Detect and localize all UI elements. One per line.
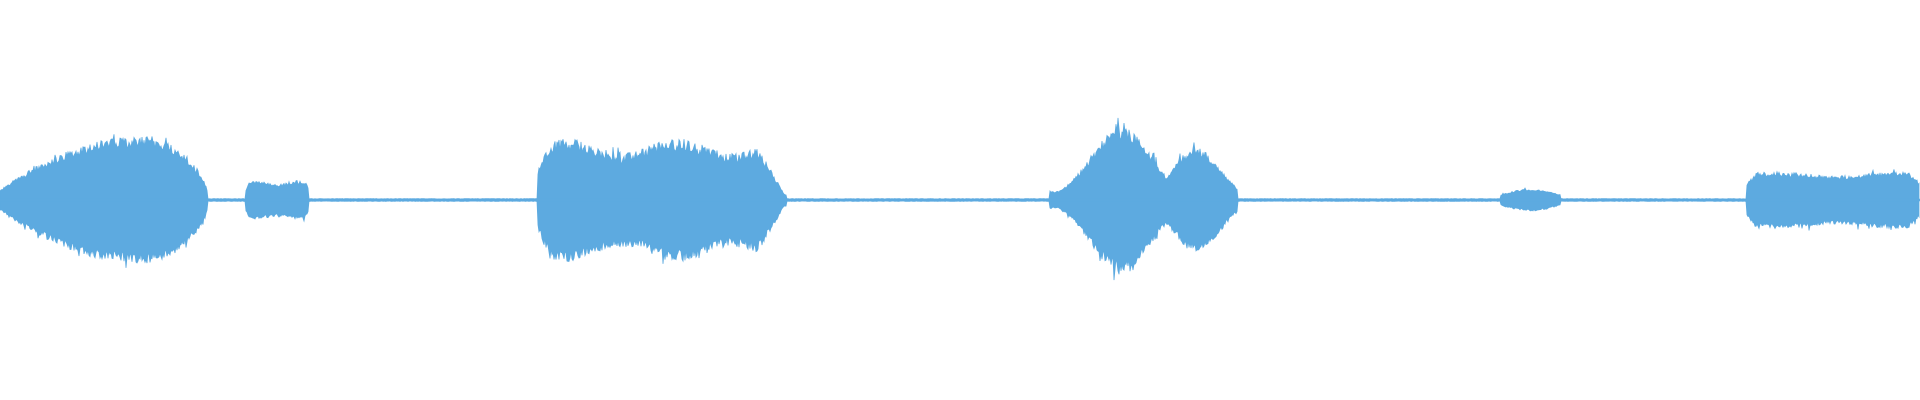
waveform-layer (0, 117, 1920, 281)
